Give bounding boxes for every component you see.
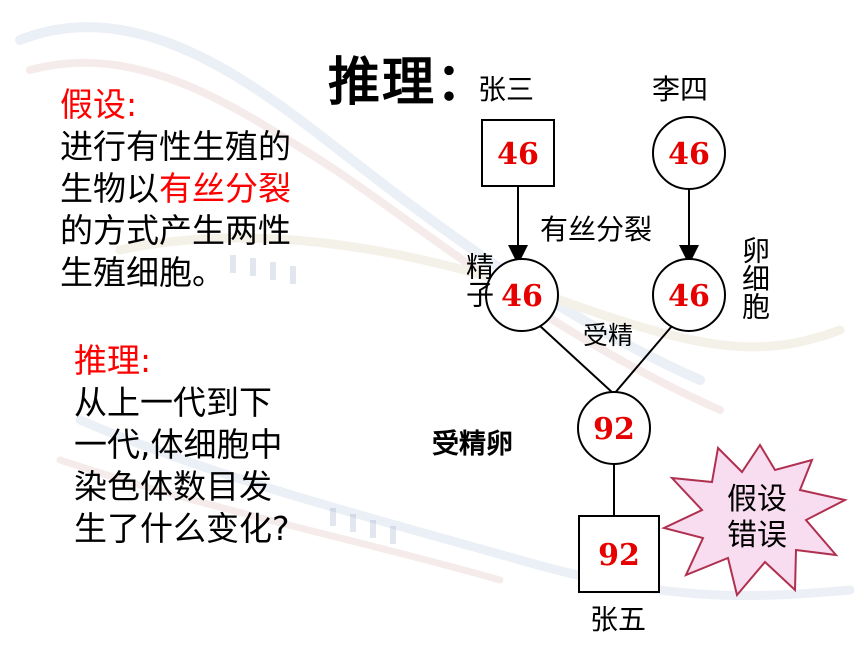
child-name: 张五 — [590, 603, 647, 636]
father-name: 张三 — [478, 73, 535, 106]
hypothesis-highlight: 有丝分裂 — [159, 169, 291, 208]
hypothesis-line-2-pre: 生物以 — [60, 169, 159, 208]
burst-line-1: 假设 — [727, 482, 787, 517]
inference-label: 推理: — [74, 341, 152, 380]
sperm-count: 46 — [501, 279, 543, 314]
child-box — [578, 515, 660, 593]
mother-count: 46 — [668, 137, 710, 172]
egg-circle — [652, 258, 726, 332]
sperm-label: 精子 — [462, 252, 495, 308]
inference-line-2: 一代,体细胞中 — [74, 425, 283, 464]
hypothesis-line-3: 的方式产生两性 — [60, 211, 291, 250]
fertilization-label: 受精 — [583, 321, 634, 350]
burst-line-2: 错误 — [727, 518, 787, 553]
zygote-count: 92 — [593, 412, 635, 447]
sperm-circle — [485, 258, 559, 332]
conclusion-burst — [661, 443, 848, 598]
mitosis-label: 有丝分裂 — [540, 213, 653, 246]
inference-block: 推理: 从上一代到下 一代,体细胞中 染色体数目发 生了什么变化? — [74, 340, 290, 550]
child-count: 92 — [598, 538, 640, 573]
slide-title: 推理： — [328, 53, 491, 113]
father-count: 46 — [497, 137, 539, 172]
zygote-label: 受精卵 — [432, 429, 513, 460]
egg-count: 46 — [668, 279, 710, 314]
mother-name: 李四 — [652, 73, 709, 106]
inference-line-3: 染色体数目发 — [74, 467, 272, 506]
hypothesis-label: 假设: — [60, 85, 138, 124]
hypothesis-line-1: 进行有性生殖的 — [60, 127, 291, 166]
inference-line-1: 从上一代到下 — [74, 383, 272, 422]
burst-text: 假设 错误 — [727, 482, 787, 554]
hypothesis-block: 假设: 进行有性生殖的 生物以有丝分裂 的方式产生两性 生殖细胞。 — [60, 84, 291, 294]
father-box — [481, 119, 555, 187]
hypothesis-line-2: 生物以有丝分裂 — [60, 168, 291, 210]
fertilization-line-left — [539, 325, 615, 395]
fertilization-line-right — [613, 325, 673, 395]
hypothesis-line-4: 生殖细胞。 — [60, 253, 225, 292]
inference-line-4: 生了什么变化? — [74, 509, 290, 548]
egg-label: 卵细胞 — [738, 236, 771, 320]
